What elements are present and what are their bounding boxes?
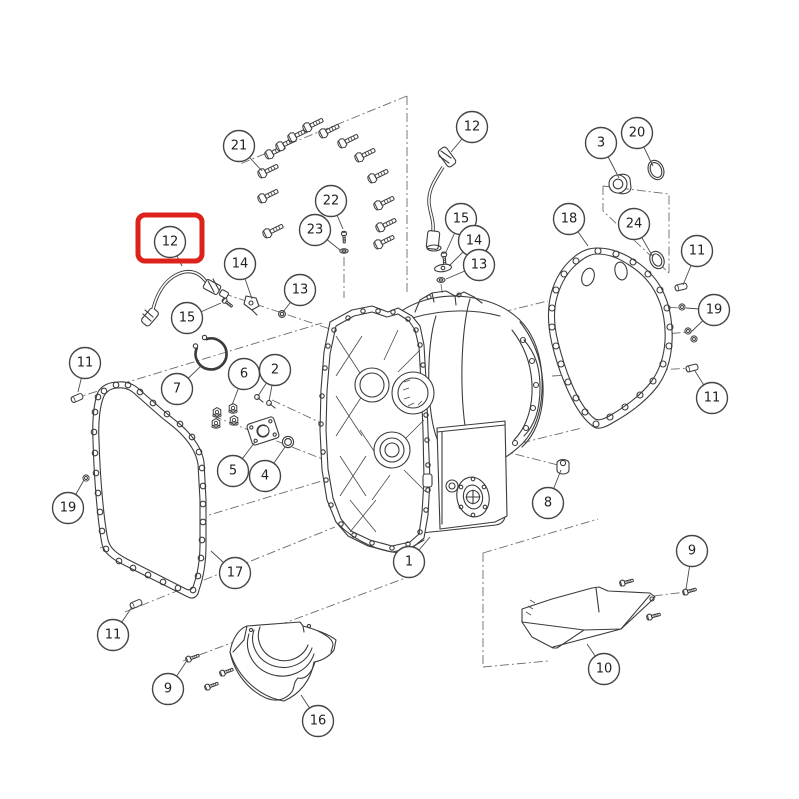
callout-number: 21 [231,139,248,154]
callout-number: 10 [596,662,613,677]
callout-number: 20 [629,126,646,141]
callout-number: 1 [405,555,413,570]
callout-23: 23 [300,215,331,246]
callout-8: 8 [533,488,564,519]
callout-number: 11 [77,356,94,371]
oring-24-part [647,249,667,271]
callout-17: 17 [220,558,251,589]
callout-14: 14 [459,226,490,257]
callout-20: 20 [622,118,653,149]
pan-gasket-part [91,382,206,598]
callout-number: 11 [105,628,122,643]
callout-number: 5 [229,464,237,479]
flywheel-cover-part [230,622,336,701]
callout-number: 14 [466,234,483,249]
callout-number: 8 [544,496,552,511]
callout-6: 6 [229,359,260,390]
callout-number: 14 [232,257,249,272]
snap-ring-part [193,335,226,369]
callout-number: 22 [323,194,340,209]
transmission-housing-part [319,291,543,553]
oring-part [282,436,293,447]
callout-number: 17 [227,566,244,581]
callout-number: 4 [261,469,269,484]
oring-20-part [645,158,667,182]
callout-number: 3 [597,136,605,151]
callout-1: 1 [394,547,425,578]
callout-number: 7 [173,382,181,397]
callout-number: 23 [307,223,324,238]
callout-24: 24 [619,209,650,240]
callout-number: 12 [162,235,179,250]
callout-5: 5 [218,456,249,487]
callout-number: 9 [688,544,696,559]
output-plug-part [609,174,631,194]
highlight-box [138,215,202,261]
callout-number: 9 [164,682,172,697]
callout-13: 13 [464,250,495,281]
small-screws-part [255,395,275,408]
callout-18: 18 [554,204,585,235]
speed-sensor-left-part [140,272,229,327]
drain-plug-part [557,460,569,474]
callout-number: 16 [310,714,327,729]
nut-cluster-part [211,403,239,429]
callout-12: 12 [155,227,186,258]
callout-21: 21 [224,131,255,162]
callout-19: 19 [53,493,84,524]
speed-sensor-right-part [426,146,457,282]
callout-11: 11 [70,348,101,379]
cover-plate-part [246,416,279,446]
callout-number: 24 [626,217,643,232]
callout-4: 4 [250,461,281,492]
callout-15: 15 [172,303,203,334]
callout-11: 11 [697,383,728,414]
callout-13: 13 [285,275,316,306]
callout-11: 11 [682,236,713,267]
callout-2: 2 [260,355,291,386]
callout-number: 19 [60,501,77,516]
callout-7: 7 [162,374,193,405]
callout-number: 2 [271,363,279,378]
callout-9: 9 [153,674,184,705]
callout-10: 10 [589,654,620,685]
oring-small-left-part [279,311,286,318]
washer-part [340,249,348,253]
callout-12: 12 [457,112,488,143]
callout-number: 11 [689,244,706,259]
callout-number: 19 [706,303,723,318]
sensor-clamp-left-part [244,296,259,315]
callout-9: 9 [677,536,708,567]
callout-number: 18 [561,212,578,227]
oil-deflector-part [522,587,655,648]
rear-gasket-part [548,248,673,428]
callout-11: 11 [98,620,129,651]
callout-number: 15 [453,212,470,227]
callout-16: 16 [303,706,334,737]
callout-14: 14 [225,249,256,280]
callout-number: 6 [240,367,248,382]
callout-3: 3 [586,128,617,159]
callout-number: 13 [471,258,488,273]
callout-22: 22 [316,186,347,217]
callout-number: 11 [704,391,721,406]
callout-19: 19 [699,295,730,326]
callout-number: 15 [179,311,196,326]
callout-number: 12 [464,120,481,135]
callout-number: 13 [292,283,309,298]
